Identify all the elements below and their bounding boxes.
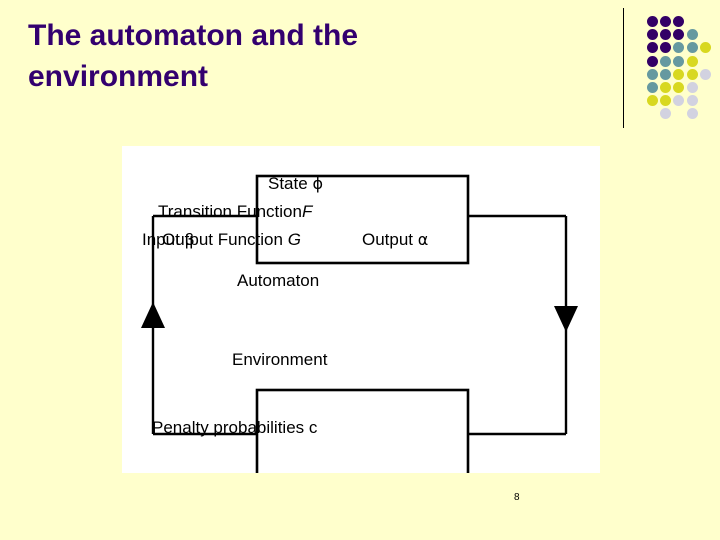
- transition-function-line: Transition FunctionF: [158, 202, 312, 222]
- dot-r2-c4: [699, 42, 711, 54]
- dot-r3-c2: [673, 55, 685, 67]
- dot-r4-c2: [673, 68, 685, 80]
- dot-r3-c0: [647, 55, 658, 67]
- right-output-arrowhead: [554, 306, 578, 332]
- dot-r6-c1: [660, 95, 672, 107]
- input-label: Input: [142, 230, 180, 249]
- automaton-box: [255, 174, 470, 265]
- dot-r7-c3: [686, 108, 698, 120]
- dot-r5-c3: [686, 82, 698, 93]
- output-label: Output: [362, 230, 414, 249]
- dot-r1-c2: [673, 29, 685, 41]
- dot-r0-c2: [673, 16, 685, 27]
- dot-r1-c3: [686, 29, 698, 41]
- dot-r4-c3: [686, 68, 698, 80]
- dot-r1-c1: [660, 29, 672, 41]
- phi-symbol: ϕ: [312, 174, 323, 193]
- beta-symbol: β: [184, 230, 195, 249]
- decorative-dot-motif: [620, 0, 720, 140]
- dot-r1-c0: [647, 29, 658, 41]
- dot-r4-c1: [660, 68, 672, 80]
- f-symbol: F: [301, 202, 313, 221]
- page-number: 8: [514, 492, 520, 503]
- input-label-group: Input β: [142, 230, 195, 250]
- output-label-group: Output α: [362, 230, 428, 250]
- dot-r4-c0: [647, 68, 658, 80]
- dot-r0-c1: [660, 16, 672, 27]
- dot-r6-c3: [686, 95, 698, 107]
- dot-r3-c3: [686, 55, 698, 67]
- state-line: State ϕ: [268, 174, 323, 194]
- diagram-panel: State ϕ Transition FunctionF Output Func…: [122, 146, 600, 473]
- output-function-label: Output Function: [162, 230, 283, 249]
- dot-r6-c0: [647, 95, 658, 107]
- dot-r5-c0: [647, 82, 658, 93]
- vertical-divider-line: [623, 8, 624, 128]
- dot-r5-c1: [660, 82, 672, 93]
- g-symbol: G: [287, 230, 301, 249]
- dot-r3-c1: [660, 55, 672, 67]
- diagram-labels: State ϕ Transition FunctionF Output Func…: [122, 146, 600, 473]
- dot-r6-c2: [673, 95, 685, 107]
- diagram-skeleton: [141, 174, 578, 473]
- dot-r2-c0: [647, 42, 658, 54]
- dot-r5-c2: [673, 82, 685, 93]
- dot-r4-c4: [699, 68, 711, 80]
- alpha-symbol: α: [417, 230, 429, 249]
- penalty-probabilities-label: Penalty probabilities c: [152, 418, 318, 437]
- environment-caption: Environment: [232, 350, 328, 369]
- dot-r2-c2: [673, 42, 685, 54]
- dot-r7-c1: [660, 108, 672, 120]
- environment-box: [255, 388, 470, 473]
- dot-r2-c1: [660, 42, 672, 54]
- dot-r0-c0: [647, 16, 658, 27]
- state-label: State: [268, 174, 308, 193]
- output-function-line: Output Function G: [162, 230, 301, 250]
- left-feedback-arrowhead: [141, 302, 165, 328]
- transition-function-label: Transition Function: [158, 202, 302, 221]
- automaton-caption: Automaton: [237, 271, 320, 290]
- dot-r2-c3: [686, 42, 698, 54]
- page-title: The automaton and the environment: [28, 19, 358, 93]
